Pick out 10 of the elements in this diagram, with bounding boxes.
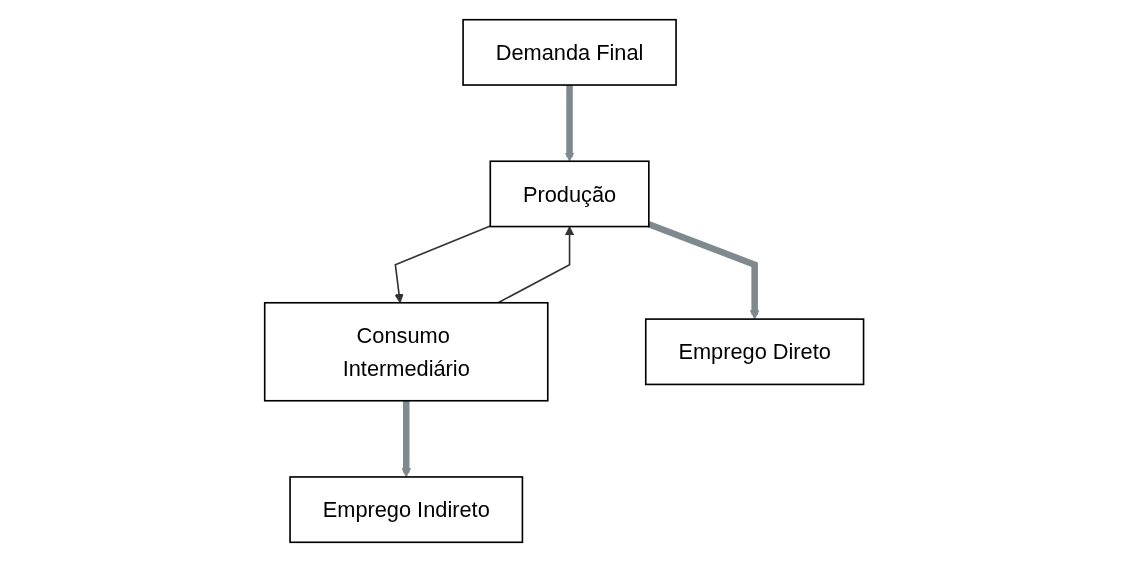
node-box: Emprego Indireto (289, 476, 524, 544)
arrow (564, 85, 575, 162)
node-box: Demanda Final (462, 18, 677, 86)
arrow (394, 225, 491, 304)
node-box: Produção (489, 160, 650, 228)
node-box: Emprego Direto (644, 318, 865, 386)
arrow (497, 226, 575, 304)
node-box: Consumo Intermediário (263, 301, 549, 402)
arrow (401, 400, 411, 478)
arrow (647, 221, 760, 320)
